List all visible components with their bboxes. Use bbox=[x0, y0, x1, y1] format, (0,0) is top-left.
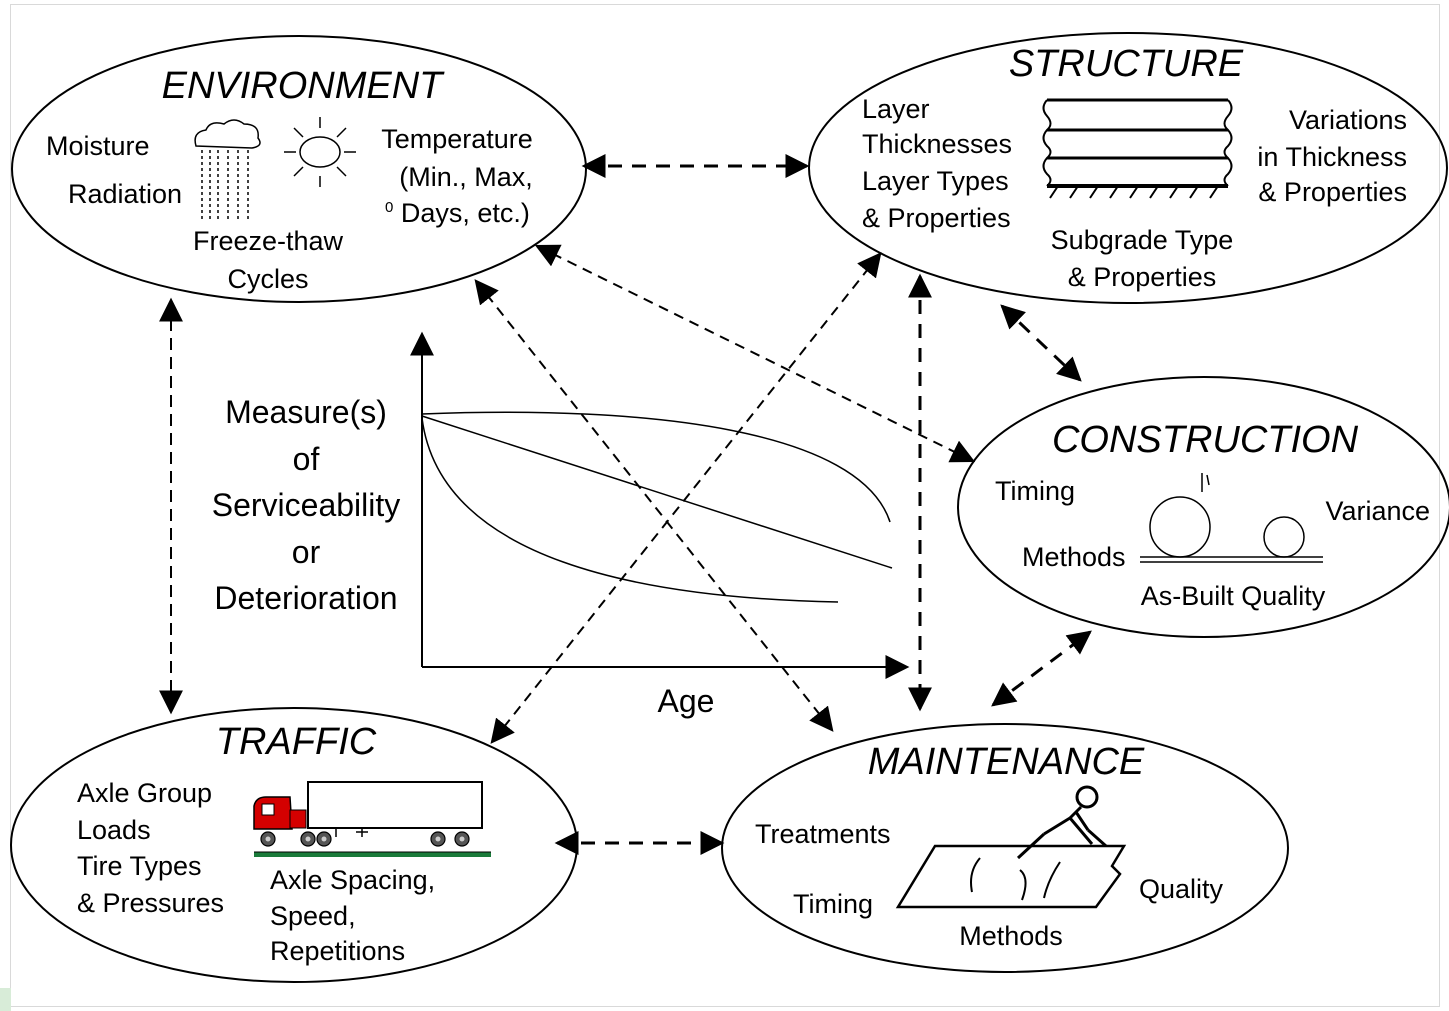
env-temperature-2: (Min., Max, bbox=[399, 162, 533, 192]
env-freeze-thaw-2: Cycles bbox=[227, 264, 308, 294]
curve-linear-decline bbox=[421, 415, 893, 569]
str-subgrade-1: Subgrade Type bbox=[1051, 225, 1234, 255]
graph-ylabel-2: of bbox=[293, 441, 320, 477]
tra-axle-1: Axle Group bbox=[77, 778, 212, 808]
arrow-construction-maintenance bbox=[991, 630, 1092, 707]
arrow-structure-construction bbox=[1000, 304, 1082, 382]
worker-crack-icon bbox=[895, 785, 1127, 909]
graph-ylabel-4: or bbox=[292, 534, 321, 570]
con-timing: Timing bbox=[995, 476, 1075, 506]
graph-xlabel: Age bbox=[658, 683, 715, 719]
str-subgrade-2: & Properties bbox=[1068, 262, 1217, 292]
con-methods: Methods bbox=[1022, 542, 1126, 572]
degree-superscript: 0 bbox=[385, 199, 393, 216]
arrow-environment-construction bbox=[534, 244, 976, 463]
str-layer-1: Layer bbox=[862, 94, 930, 124]
str-variations-3: & Properties bbox=[1258, 177, 1407, 207]
rain-cloud-icon bbox=[194, 119, 261, 222]
truck-icon bbox=[253, 781, 491, 857]
str-layer-3: Layer Types bbox=[862, 166, 1009, 196]
days-text: Days, etc.) bbox=[393, 198, 530, 228]
curve-fast-decline bbox=[421, 417, 839, 603]
tra-spacing-3: Repetitions bbox=[270, 936, 405, 966]
mai-treatments: Treatments bbox=[755, 819, 891, 849]
arrow-structure-traffic bbox=[490, 252, 882, 744]
env-temperature-1: Temperature bbox=[381, 124, 533, 154]
connector-arrows bbox=[159, 154, 1092, 855]
roller-icon bbox=[1140, 473, 1323, 563]
maintenance-title: MAINTENANCE bbox=[868, 741, 1145, 783]
tra-spacing-2: Speed, bbox=[270, 901, 356, 931]
sun-icon bbox=[284, 117, 356, 187]
tra-spacing-1: Axle Spacing, bbox=[270, 865, 435, 895]
pavement-layers-icon bbox=[1042, 98, 1233, 199]
serviceability-graph: Measure(s) of Serviceability or Deterior… bbox=[212, 331, 910, 719]
construction-title: CONSTRUCTION bbox=[1052, 419, 1359, 461]
structure-title: STRUCTURE bbox=[1009, 43, 1244, 85]
mai-quality: Quality bbox=[1139, 874, 1224, 904]
str-layer-2: Thicknesses bbox=[862, 129, 1012, 159]
corner-accent bbox=[0, 988, 11, 1011]
road-surface bbox=[254, 852, 491, 857]
diagram-frame bbox=[10, 4, 1440, 1007]
mai-timing: Timing bbox=[793, 889, 873, 919]
curve-slow-decline bbox=[421, 411, 891, 523]
env-freeze-thaw-1: Freeze-thaw bbox=[193, 226, 344, 256]
graph-ylabel-5: Deterioration bbox=[214, 580, 397, 616]
env-moisture: Moisture bbox=[46, 131, 150, 161]
arrow-environment-maintenance bbox=[474, 279, 834, 732]
mai-methods: Methods bbox=[959, 921, 1063, 951]
construction-ellipse bbox=[957, 376, 1449, 638]
environment-title: ENVIRONMENT bbox=[162, 65, 446, 107]
str-variations-2: in Thickness bbox=[1257, 142, 1407, 172]
env-temperature-3: 0 Days, etc.) bbox=[385, 198, 530, 228]
tra-axle-4: & Pressures bbox=[77, 888, 224, 918]
graph-ylabel-1: Measure(s) bbox=[225, 394, 387, 430]
con-as-built: As-Built Quality bbox=[1141, 581, 1326, 611]
str-layer-4: & Properties bbox=[862, 203, 1011, 233]
tra-axle-3: Tire Types bbox=[77, 851, 202, 881]
env-radiation: Radiation bbox=[68, 179, 182, 209]
str-variations-1: Variations bbox=[1289, 105, 1407, 135]
tra-axle-2: Loads bbox=[77, 815, 151, 845]
con-variance: Variance bbox=[1325, 496, 1430, 526]
graph-ylabel-3: Serviceability bbox=[212, 487, 401, 523]
traffic-title: TRAFFIC bbox=[216, 721, 377, 763]
